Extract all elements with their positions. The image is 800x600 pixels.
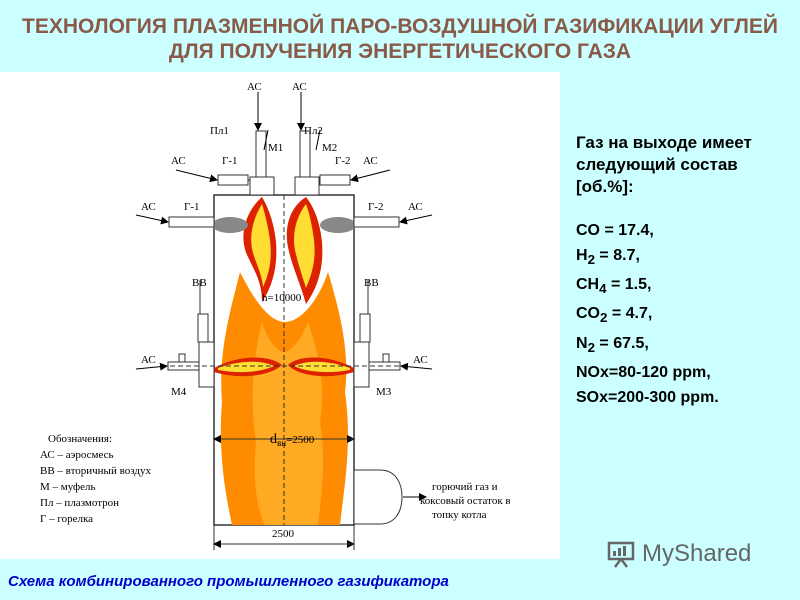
plasmatron-pl1 (255, 130, 267, 178)
legend-item: ВВ – вторичный воздух (40, 465, 151, 477)
gas-heading: Газ на выходе имеет следующий состав [об… (576, 133, 752, 196)
top-left-burner-g1 (217, 174, 249, 186)
side-burner-g1-left (168, 216, 215, 228)
figure-caption: Схема комбинированного промышленного газ… (8, 573, 449, 590)
gas-item: CH4 = 1.5, (576, 276, 652, 297)
label-m3: М3 (376, 386, 392, 398)
label-ac-right-low: АС (413, 354, 428, 366)
lower-muffle-m4 (198, 341, 215, 388)
gas-item: NOx=80-120 ppm, (576, 363, 711, 381)
label-bb-right: ВВ (364, 277, 379, 289)
label-pl2: Пл2 (304, 125, 323, 137)
outlet-duct (353, 469, 403, 525)
label-bb-left: ВВ (192, 277, 207, 289)
legend-title: Обозначения: (48, 433, 112, 445)
secondary-air-right (359, 313, 371, 343)
muffle-m1 (249, 176, 275, 196)
label-ac-top-1: АС (247, 81, 262, 93)
side-burner-g2-right (353, 216, 400, 228)
gas-item: CO2 = 4.7, (576, 305, 653, 326)
label-ac-top-2: АС (292, 81, 307, 93)
myshared-logo: MyShared (606, 536, 751, 572)
label-m4: М4 (171, 386, 187, 398)
smoke-left (212, 217, 248, 233)
gas-composition-panel: Газ на выходе имеет следующий состав [об… (576, 132, 791, 410)
gas-item: SOx=200-300 ppm. (576, 388, 719, 406)
label-ac-left-low: АС (141, 354, 156, 366)
presentation-board-icon (607, 541, 635, 568)
title-line-2: ДЛЯ ПОЛУЧЕНИЯ ЭНЕРГЕТИЧЕСКОГО ГАЗА (168, 40, 632, 63)
label-diameter: dвн=2500 (270, 432, 315, 448)
legend-item: АС – аэросмесь (40, 449, 114, 461)
gasifier-diagram: АС АС Пл1 Пл2 М1 М2 АС Г-1 Г-2 АС АС Г-1… (0, 72, 560, 559)
label-g1-side: Г-1 (184, 201, 200, 213)
gas-item: N2 = 67.5, (576, 334, 649, 355)
logo-text: MyShared (642, 540, 752, 567)
lower-muffle-m3 (353, 341, 370, 388)
legend-item: Пл – плазмотрон (40, 497, 119, 509)
top-right-burner-g2 (319, 174, 351, 186)
page-title: ТЕХНОЛОГИЯ ПЛАЗМЕННОЙ ПАРО-ВОЗДУШНОЙ ГАЗ… (0, 14, 800, 64)
label-g2-side: Г-2 (368, 201, 384, 213)
label-outlet-3: топку котла (432, 509, 487, 521)
smoke-right (320, 217, 356, 233)
label-g2-upper: Г-2 (335, 155, 351, 167)
label-g1-upper: Г-1 (222, 155, 238, 167)
label-m2: М2 (322, 142, 337, 154)
gasifier-svg: АС АС Пл1 Пл2 М1 М2 АС Г-1 Г-2 АС АС Г-1… (40, 81, 511, 550)
label-ac-right-mid: АС (408, 201, 423, 213)
label-outlet-2: коксовый остаток в (420, 495, 511, 507)
label-ac-right-upper: АС (363, 155, 378, 167)
gas-item: H2 = 8.7, (576, 247, 640, 268)
legend-item: М – муфель (40, 481, 95, 493)
label-m1: М1 (268, 142, 283, 154)
label-ac-left-mid: АС (141, 201, 156, 213)
label-pl1: Пл1 (210, 125, 229, 137)
secondary-air-left (197, 313, 209, 343)
label-height: h=10000 (262, 292, 302, 304)
label-outlet-1: горючий газ и (432, 481, 498, 493)
flame-inner (252, 322, 324, 525)
title-line-1: ТЕХНОЛОГИЯ ПЛАЗМЕННОЙ ПАРО-ВОЗДУШНОЙ ГАЗ… (22, 15, 778, 38)
muffle-m2 (294, 176, 320, 196)
label-ac-left-upper: АС (171, 155, 186, 167)
label-width: 2500 (272, 528, 295, 540)
gas-item: CO = 17.4, (576, 222, 654, 239)
legend-item: Г – горелка (40, 513, 93, 525)
plasmatron-pl2 (299, 130, 311, 178)
